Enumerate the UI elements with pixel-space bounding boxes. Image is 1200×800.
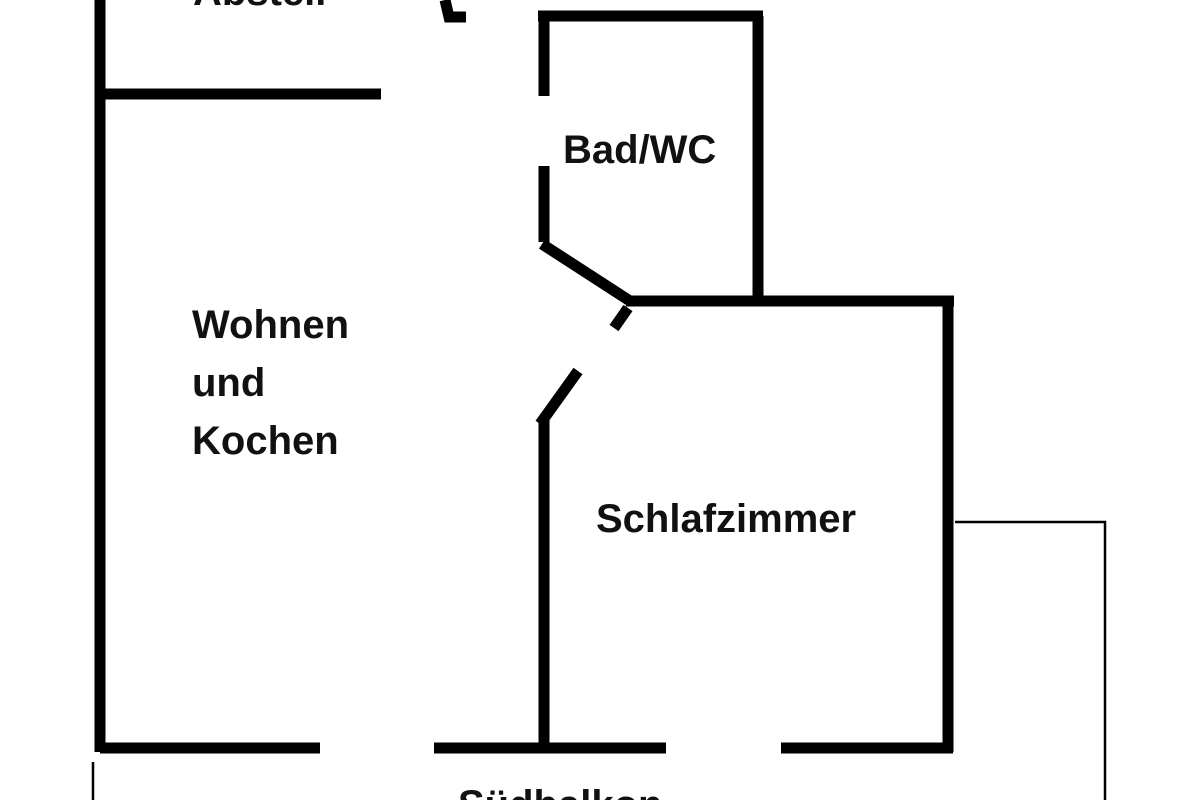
room-label-living-line1: Wohnen (192, 303, 349, 347)
room-label-balcony: Südbalkon (458, 783, 662, 800)
room-label-storage: Abstell (193, 0, 326, 14)
storage-door-frame (439, 0, 466, 23)
balcony-outline-right (955, 520, 1107, 800)
room-label-living-line3: Kochen (192, 419, 339, 463)
room-label-bedroom: Schlafzimmer (596, 497, 856, 541)
room-label-living-line2: und (192, 361, 265, 405)
wall-bedroom-door-top (609, 304, 633, 332)
room-label-bathroom: Bad/WC (563, 128, 716, 172)
wall-bath-diagonal (539, 239, 633, 306)
wall-bedroom-door-lower (535, 367, 583, 428)
